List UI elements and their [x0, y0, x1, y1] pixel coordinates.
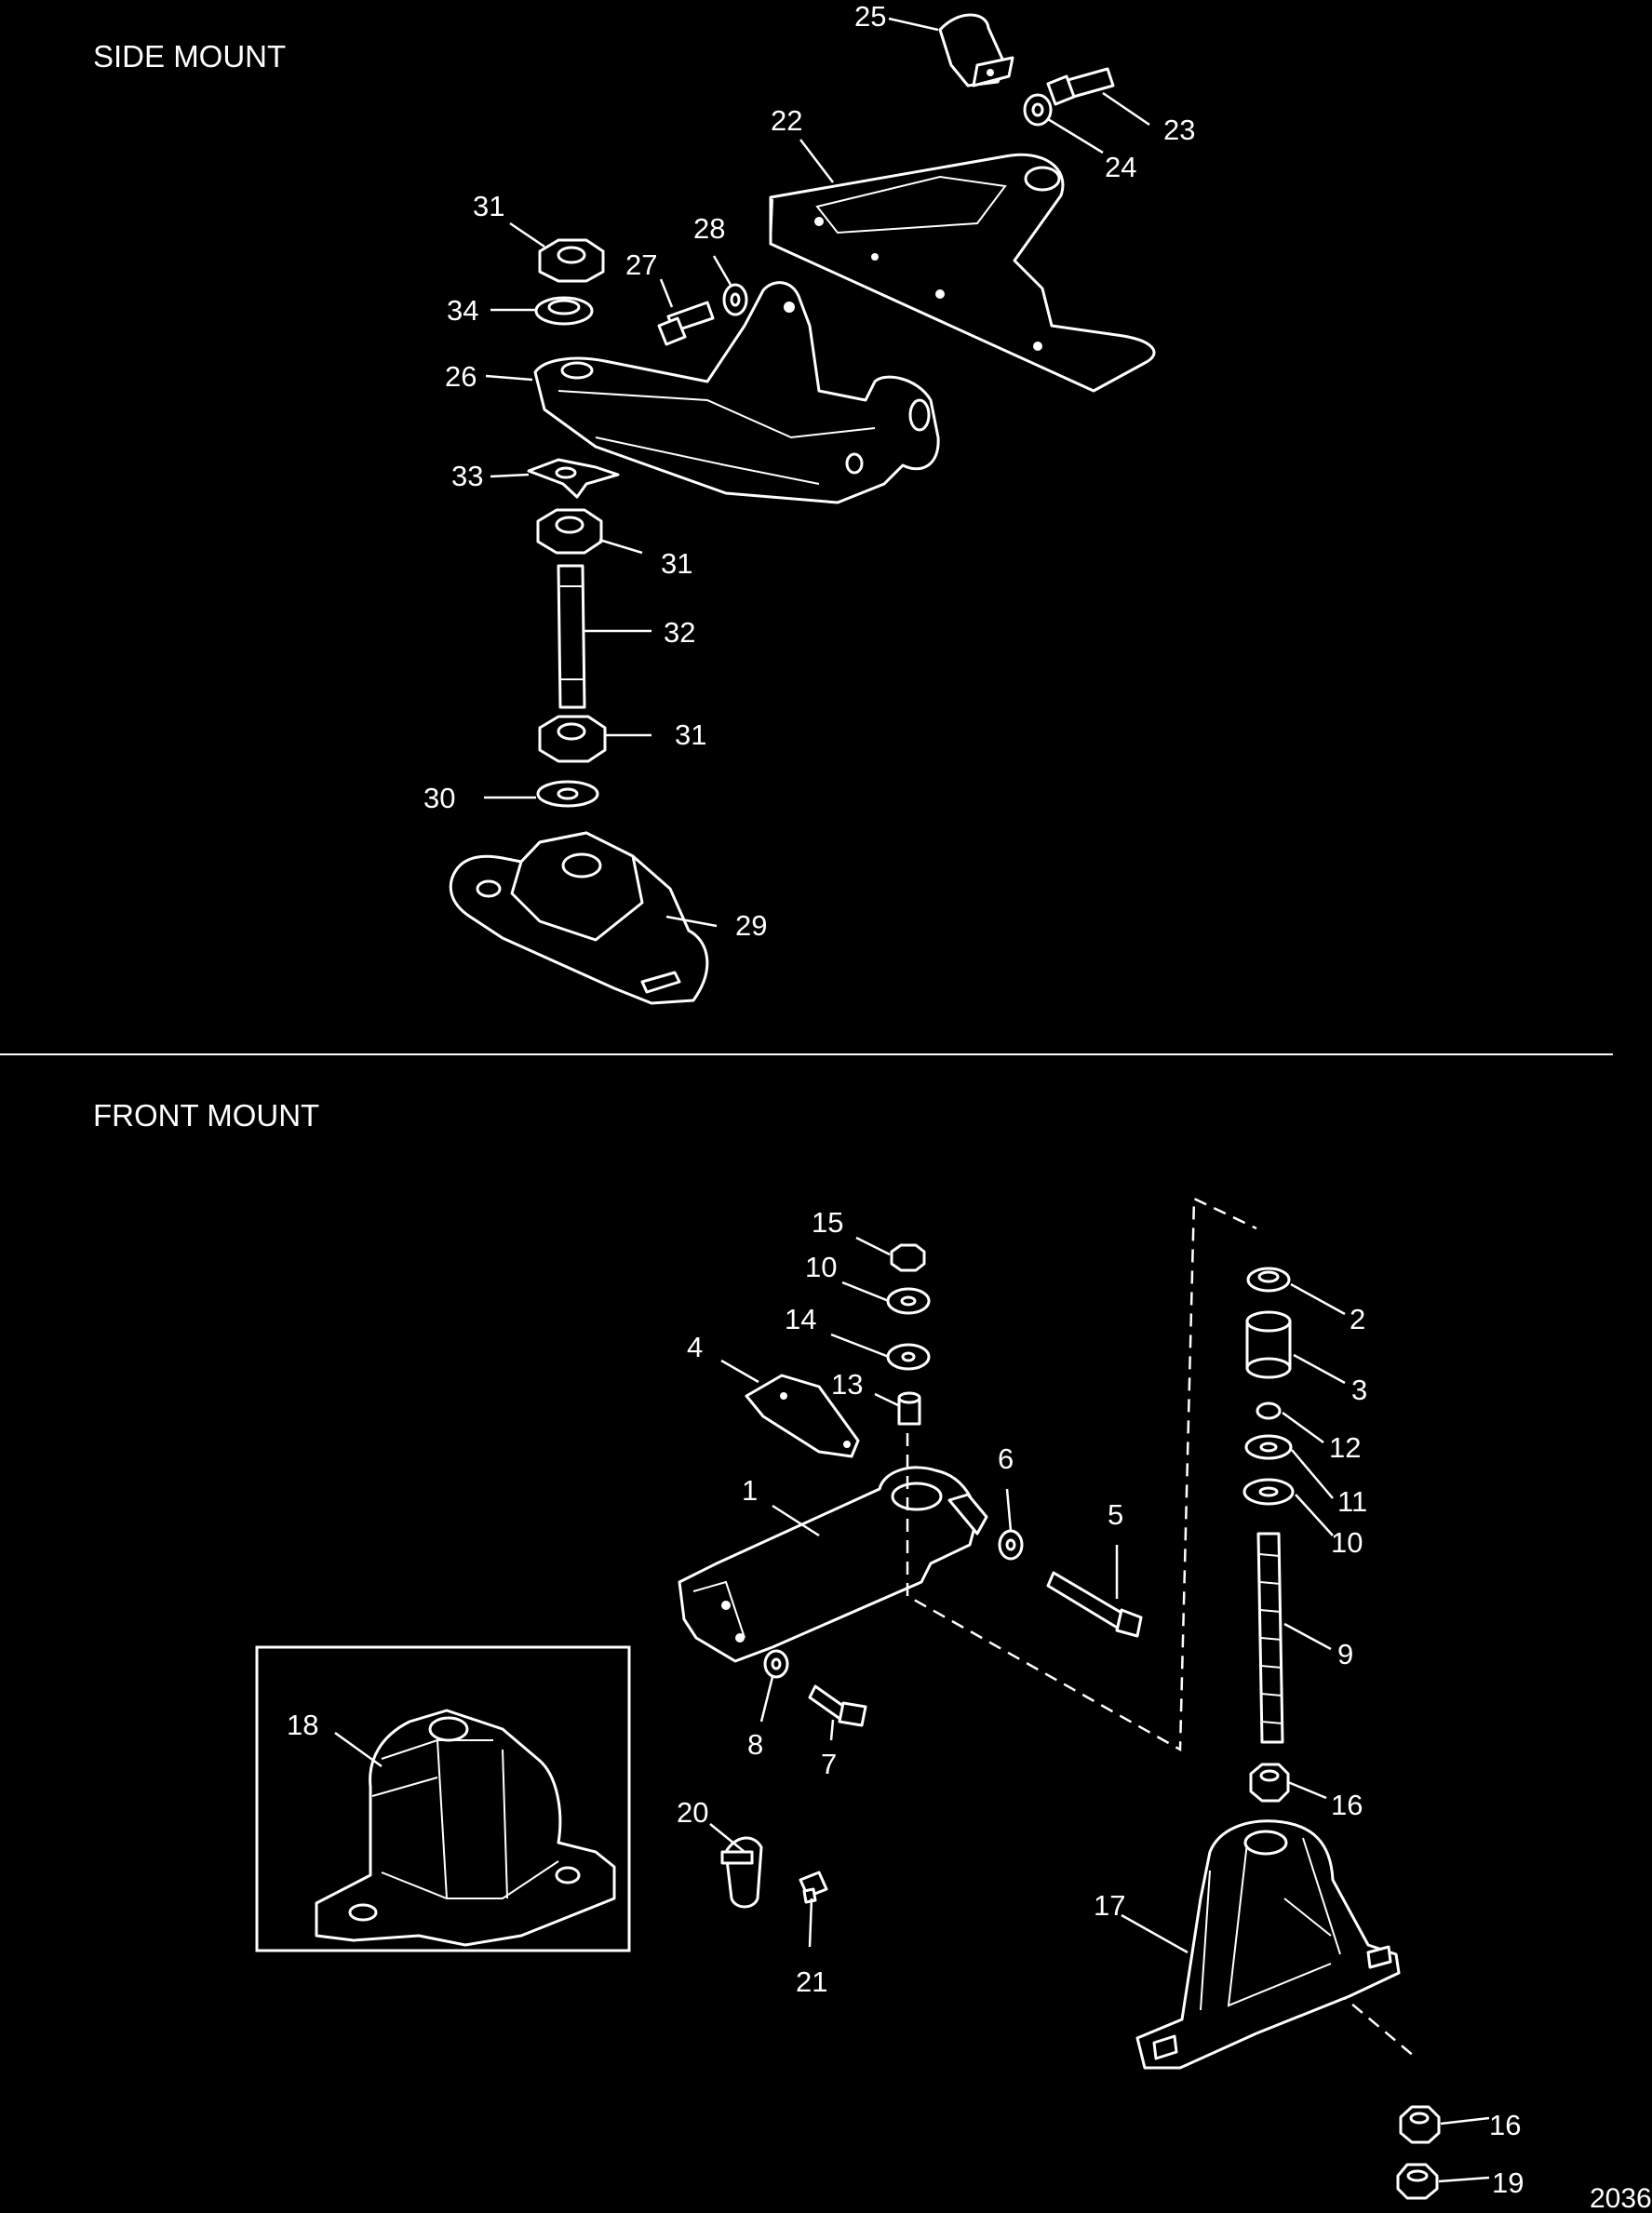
part-26-mount-bracket: [533, 281, 940, 504]
part-25-clamp: [938, 13, 1014, 87]
callout-6: 6: [998, 1442, 1014, 1475]
callout-14: 14: [785, 1303, 816, 1335]
part-10-washer-lower: [1242, 1478, 1295, 1506]
part-28-washer: [722, 283, 748, 316]
callout-30: 30: [423, 782, 455, 814]
callout-23: 23: [1163, 114, 1195, 146]
part-8-washer: [763, 1649, 789, 1679]
callout-22: 22: [771, 104, 802, 137]
callout-21: 21: [796, 1965, 827, 1998]
callout-31-middle: 31: [661, 547, 692, 580]
callout-10-upper: 10: [805, 1251, 837, 1283]
callout-25: 25: [854, 0, 886, 33]
callout-15: 15: [812, 1206, 843, 1239]
callout-24: 24: [1105, 151, 1136, 183]
part-23-bolt: [1046, 67, 1115, 106]
part-16-nut-lower: [1399, 2105, 1441, 2144]
callout-27: 27: [625, 248, 657, 281]
part-15-nut: [890, 1243, 926, 1272]
part-19-nut: [1396, 2163, 1439, 2200]
callout-10-lower: 10: [1331, 1526, 1363, 1559]
callout-33: 33: [451, 460, 483, 492]
part-21-bolt: [799, 1871, 828, 1904]
side-mount-callouts: 25 22 23 24 31 28 27 34 26 33 31 32 31 3…: [423, 0, 1195, 942]
part-20-clamp: [720, 1836, 763, 1909]
callout-17: 17: [1094, 1889, 1125, 1922]
callout-3: 3: [1351, 1374, 1367, 1406]
side-mount-leaders: [484, 17, 1150, 928]
part-30-washer: [536, 780, 599, 808]
callout-16-upper: 16: [1331, 1789, 1363, 1821]
front-mount-leaders: [334, 1236, 1490, 2183]
callout-5: 5: [1108, 1498, 1123, 1531]
part-16-nut-upper: [1249, 1763, 1290, 1803]
part-31-nut-middle: [536, 508, 603, 555]
part-5-bolt: [1046, 1571, 1143, 1638]
callout-11: 11: [1337, 1485, 1367, 1518]
part-7-bolt: [808, 1684, 867, 1727]
callout-1: 1: [742, 1474, 758, 1507]
callout-4: 4: [687, 1331, 703, 1363]
callout-31-lower: 31: [675, 718, 706, 751]
callout-19: 19: [1492, 2166, 1524, 2199]
callout-20: 20: [677, 1796, 708, 1829]
figure-number: 2036: [1590, 2183, 1652, 2213]
callout-9: 9: [1337, 1638, 1353, 1670]
part-14-washer: [886, 1343, 931, 1371]
front-mount-title: FRONT MOUNT: [93, 1098, 319, 1133]
part-24-washer: [1023, 93, 1053, 127]
part-11-washer: [1244, 1434, 1293, 1460]
part-1-front-bracket: [678, 1466, 988, 1663]
part-32-stud: [557, 564, 586, 709]
callout-28: 28: [693, 212, 725, 245]
part-31-nut-lower: [538, 715, 607, 763]
part-2-cap: [1246, 1267, 1291, 1293]
callout-12: 12: [1329, 1431, 1361, 1464]
callout-13: 13: [831, 1368, 863, 1401]
part-17-pedestal: [1135, 1819, 1401, 2070]
part-3-bushing: [1245, 1310, 1292, 1379]
part-12-nut: [1256, 1402, 1282, 1420]
part-6-washer: [998, 1529, 1024, 1561]
part-27-bolt: [657, 301, 715, 346]
callout-2: 2: [1350, 1303, 1365, 1335]
front-mount-callouts: 15 10 14 4 13 6 1 5 8 7 2 3 12 11 10 9 1…: [287, 1206, 1524, 2199]
callout-8: 8: [747, 1728, 763, 1761]
callout-18: 18: [287, 1709, 318, 1741]
callout-31-top: 31: [473, 190, 504, 222]
callout-16-lower: 16: [1489, 2109, 1521, 2141]
part-22-bracket: [769, 153, 1156, 393]
side-mount-title: SIDE MOUNT: [93, 39, 286, 74]
part-9-threaded-rod: [1256, 1532, 1284, 1744]
part-31-nut-top: [538, 238, 605, 283]
part-10-washer-upper: [886, 1287, 931, 1315]
callout-26: 26: [445, 360, 477, 393]
callout-7: 7: [821, 1748, 837, 1780]
part-33-tab-washer: [527, 458, 620, 499]
callout-29: 29: [735, 909, 767, 942]
part-29-rubber-mount: [449, 831, 709, 1005]
part-4-shim: [745, 1374, 860, 1458]
inset-box-part-18: [255, 1645, 631, 1952]
callout-32: 32: [664, 616, 695, 649]
part-34-lock-washer: [534, 296, 594, 326]
part-13-spacer: [897, 1391, 921, 1426]
callout-34: 34: [447, 294, 478, 327]
